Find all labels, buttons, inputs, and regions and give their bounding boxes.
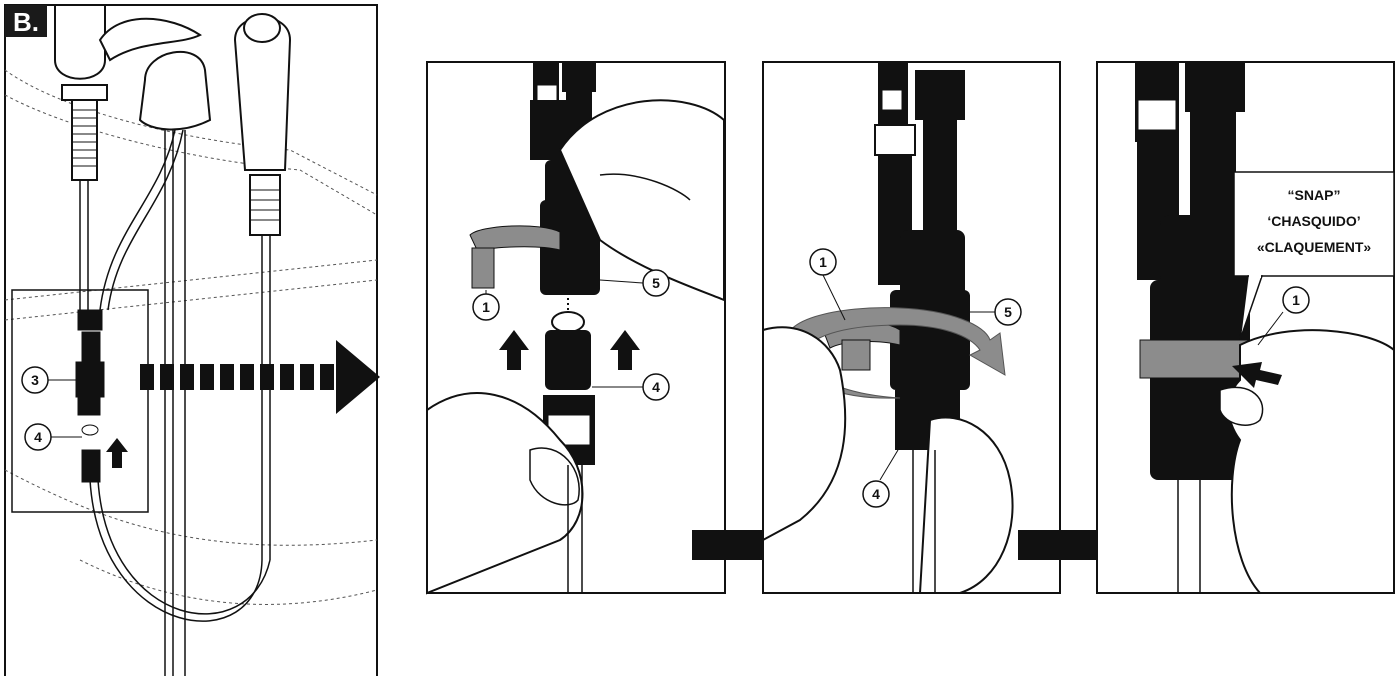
step-panel-3: “SNAP” ‘CHASQUIDO’ «CLAQUEMENT» 1 [1096,61,1395,594]
step-badge-label: B. [13,7,39,37]
panel2-callout-1: 1 [809,248,846,321]
svg-text:3: 3 [31,372,39,388]
rotate-arrow-icon [786,307,1006,399]
step-badge [5,5,47,37]
panel1-callout-4: 4 [592,373,670,401]
panel2-callout-5: 5 [970,298,1022,326]
svg-text:4: 4 [872,486,880,502]
overview-callout-4: 4 [24,423,82,451]
snap-text-fr: «CLAQUEMENT» [1257,239,1372,255]
detail-arrow [140,340,380,414]
panel1-callout-1: 1 [472,290,500,321]
detail-box [11,289,149,513]
step-panel-2: 1 5 4 [762,61,1061,594]
side-sprayer [233,13,292,236]
push-arrow-icon [1232,362,1282,388]
supply-hoses [79,129,271,676]
svg-text:4: 4 [34,429,42,445]
threaded-stem [72,109,97,167]
svg-text:1: 1 [482,299,490,315]
svg-text:1: 1 [1292,292,1300,308]
step-panel-1: 1 5 4 [426,61,726,595]
svg-text:4: 4 [652,379,660,395]
faucet-body [54,4,212,181]
panel3-callout-1: 1 [1257,286,1310,346]
snap-text-es: ‘CHASQUIDO’ [1267,213,1360,229]
snap-callout-box: “SNAP” ‘CHASQUIDO’ «CLAQUEMENT» [1233,171,1395,341]
up-arrow-icon [610,330,640,370]
svg-text:1: 1 [819,254,827,270]
up-arrow-icon [499,330,529,370]
quick-connect-parts [75,309,105,483]
overview-panel: 3 4 B. [4,4,378,676]
snap-text-en: “SNAP” [1288,187,1341,203]
up-arrow-icon [106,438,128,468]
panel2-callout-4: 4 [862,449,899,508]
clip-band [1139,339,1249,379]
svg-text:5: 5 [1004,304,1012,320]
panel1-callout-5: 5 [599,269,670,297]
svg-text:5: 5 [652,275,660,291]
overview-callout-3: 3 [21,366,78,394]
